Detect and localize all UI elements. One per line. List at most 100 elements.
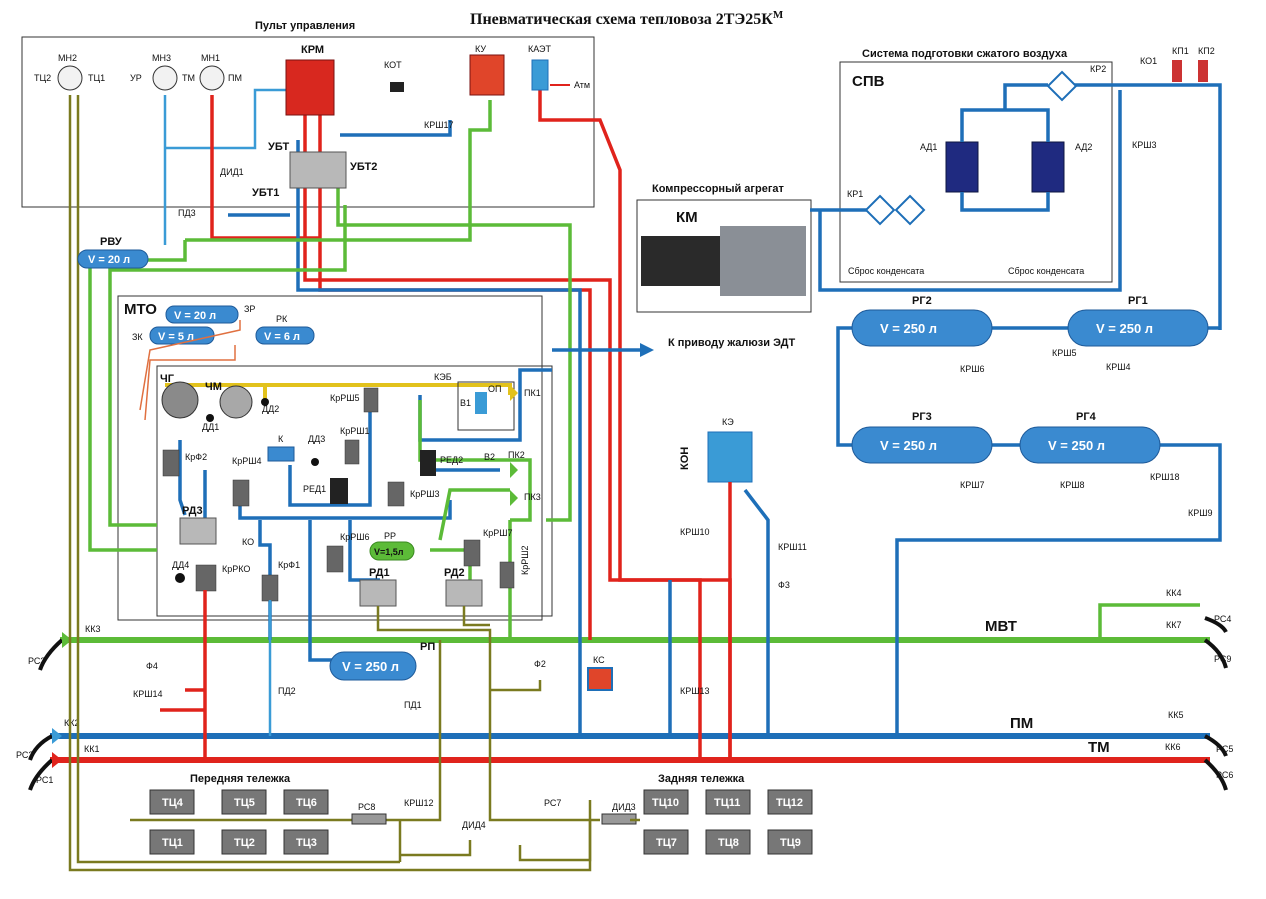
- label-kk5: КК5: [1168, 710, 1184, 720]
- rg2-tank-icon: [851, 309, 993, 347]
- label-tc7: ТЦ7: [656, 837, 677, 849]
- condensate-left: Сброс конденсата: [848, 266, 924, 276]
- label-ubt: УБТ: [268, 141, 289, 153]
- rd2-bogie-pipe: [462, 606, 490, 627]
- label-kot: КОТ: [384, 60, 402, 70]
- label-kr2: КР2: [1090, 64, 1106, 74]
- label-pk3: ПК3: [524, 492, 541, 502]
- krm-tm-pipe: [318, 110, 592, 640]
- tc7-icon: [643, 829, 689, 855]
- label-kk1: КК1: [84, 744, 100, 754]
- krf2-pipe: [178, 440, 187, 516]
- label-krrsh6: КрРШ6: [340, 532, 370, 542]
- front-bogie-cylinders: ТЦ4 ТЦ5 ТЦ6 ТЦ1 ТЦ2 ТЦ3: [149, 789, 329, 855]
- mto-green-pipe: [418, 400, 532, 522]
- front-bogie-up: [400, 640, 442, 822]
- rvu-tank-icon: [77, 249, 149, 269]
- label-kon: КОН: [679, 447, 691, 470]
- label-rs5: РС5: [1216, 744, 1233, 754]
- ubt-blue-pipe: [296, 140, 582, 736]
- ad-top-pipe: [960, 108, 1050, 142]
- tc9-icon: [767, 829, 813, 855]
- label-ubt1: УБТ1: [252, 187, 279, 199]
- label-ke: КЭ: [722, 417, 734, 427]
- label-rg2: РГ2: [912, 295, 932, 307]
- ku-green-pipe: [185, 100, 492, 242]
- label-krrsh5: КрРШ5: [330, 393, 360, 403]
- label-rr: РР: [384, 531, 396, 541]
- label-rk: РК: [276, 314, 288, 324]
- label-rs4: РС4: [1214, 614, 1231, 624]
- edt-drive-label: К приводу жалюзи ЭДТ: [668, 337, 795, 349]
- rg3-volume: V = 250 л: [880, 438, 937, 453]
- label-pd3: ПД3: [178, 208, 196, 218]
- kp2-icon: [1198, 60, 1208, 82]
- krrsh5-valve-icon: [363, 387, 379, 413]
- compressor-title: Компрессорный агрегат: [652, 183, 785, 195]
- kot-icon: [390, 82, 404, 92]
- dd4-icon: [175, 573, 185, 583]
- tc4-icon: [149, 789, 195, 815]
- rg4-pm-pipe: [895, 443, 1222, 736]
- label-rs3: РС3: [28, 656, 45, 666]
- zr-pipe: [139, 320, 241, 411]
- label-rs1: РС1: [36, 775, 53, 785]
- label-rp: РП: [420, 641, 435, 653]
- tc12-icon: [767, 789, 813, 815]
- label-krsh12: РС7: [544, 798, 561, 808]
- label-tc8: ТЦ8: [718, 837, 739, 849]
- kp1-icon: [1172, 60, 1182, 82]
- label-tc10: ТЦ10: [652, 797, 679, 809]
- k-valve-icon: [267, 446, 295, 462]
- mn2-gauge-icon: [57, 65, 83, 91]
- label-rg4: РГ4: [1076, 411, 1097, 423]
- label-krrsh2: КрРШ2: [520, 545, 530, 575]
- label-zr: ЗР: [244, 304, 255, 314]
- ke-icon: [707, 431, 753, 483]
- ad-out-pipe: [1003, 83, 1048, 110]
- compressor-label: КМ: [676, 209, 698, 226]
- spv-out-pipe: [1065, 83, 1222, 330]
- label-tc6: ТЦ6: [296, 797, 317, 809]
- ubt-valve-icon: [289, 151, 347, 189]
- label-v2: В2: [484, 452, 495, 462]
- tc-pipe-inner: [76, 95, 400, 864]
- krf2-valve-icon: [162, 449, 180, 477]
- label-mn2: МН2: [58, 53, 77, 63]
- krrko-valve-icon: [195, 564, 217, 592]
- rk-tank-icon: [255, 326, 315, 345]
- mto-label: МТО: [124, 301, 157, 318]
- label-krrsh4: КрРШ4: [232, 456, 262, 466]
- label-rd1: РД1: [369, 567, 390, 579]
- label-rvu: РВУ: [100, 236, 122, 248]
- hose-rs2: [28, 734, 53, 761]
- label-k: К: [278, 434, 284, 444]
- label-kk6: КК6: [1165, 742, 1181, 752]
- kk3-cock: [62, 632, 72, 648]
- pd2-pipe: [490, 680, 542, 692]
- tc3-icon: [283, 829, 329, 855]
- tm-label: ТМ: [1088, 739, 1110, 756]
- chm-icon: [219, 385, 253, 419]
- label-red2: РЕД2: [440, 455, 463, 465]
- label-kk2: КК2: [64, 718, 80, 728]
- label-ad2: АД2: [1075, 142, 1092, 152]
- ad-bottom-pipe: [960, 192, 1050, 212]
- tc1-icon: [149, 829, 195, 855]
- label-ko: КО: [242, 537, 254, 547]
- label-keb: КЭБ: [434, 372, 452, 382]
- label-rs7: РС8: [358, 802, 375, 812]
- label-krrsh3: КрРШ3: [410, 489, 440, 499]
- label-krm: КРМ: [301, 44, 324, 56]
- label-zk: ЗК: [132, 332, 143, 342]
- label-red1: РЕД1: [303, 484, 326, 494]
- label-f2: КРШ13: [680, 686, 710, 696]
- zk-volume: V = 5 л: [158, 331, 194, 343]
- pk2-icon: [510, 462, 518, 478]
- hose-rs3: [38, 638, 64, 671]
- label-rs2: РС2: [16, 750, 33, 760]
- label-did3: ДИД4: [462, 820, 486, 830]
- rear-bogie-title: Задняя тележка: [658, 773, 745, 785]
- ad2-icon: [1031, 141, 1065, 193]
